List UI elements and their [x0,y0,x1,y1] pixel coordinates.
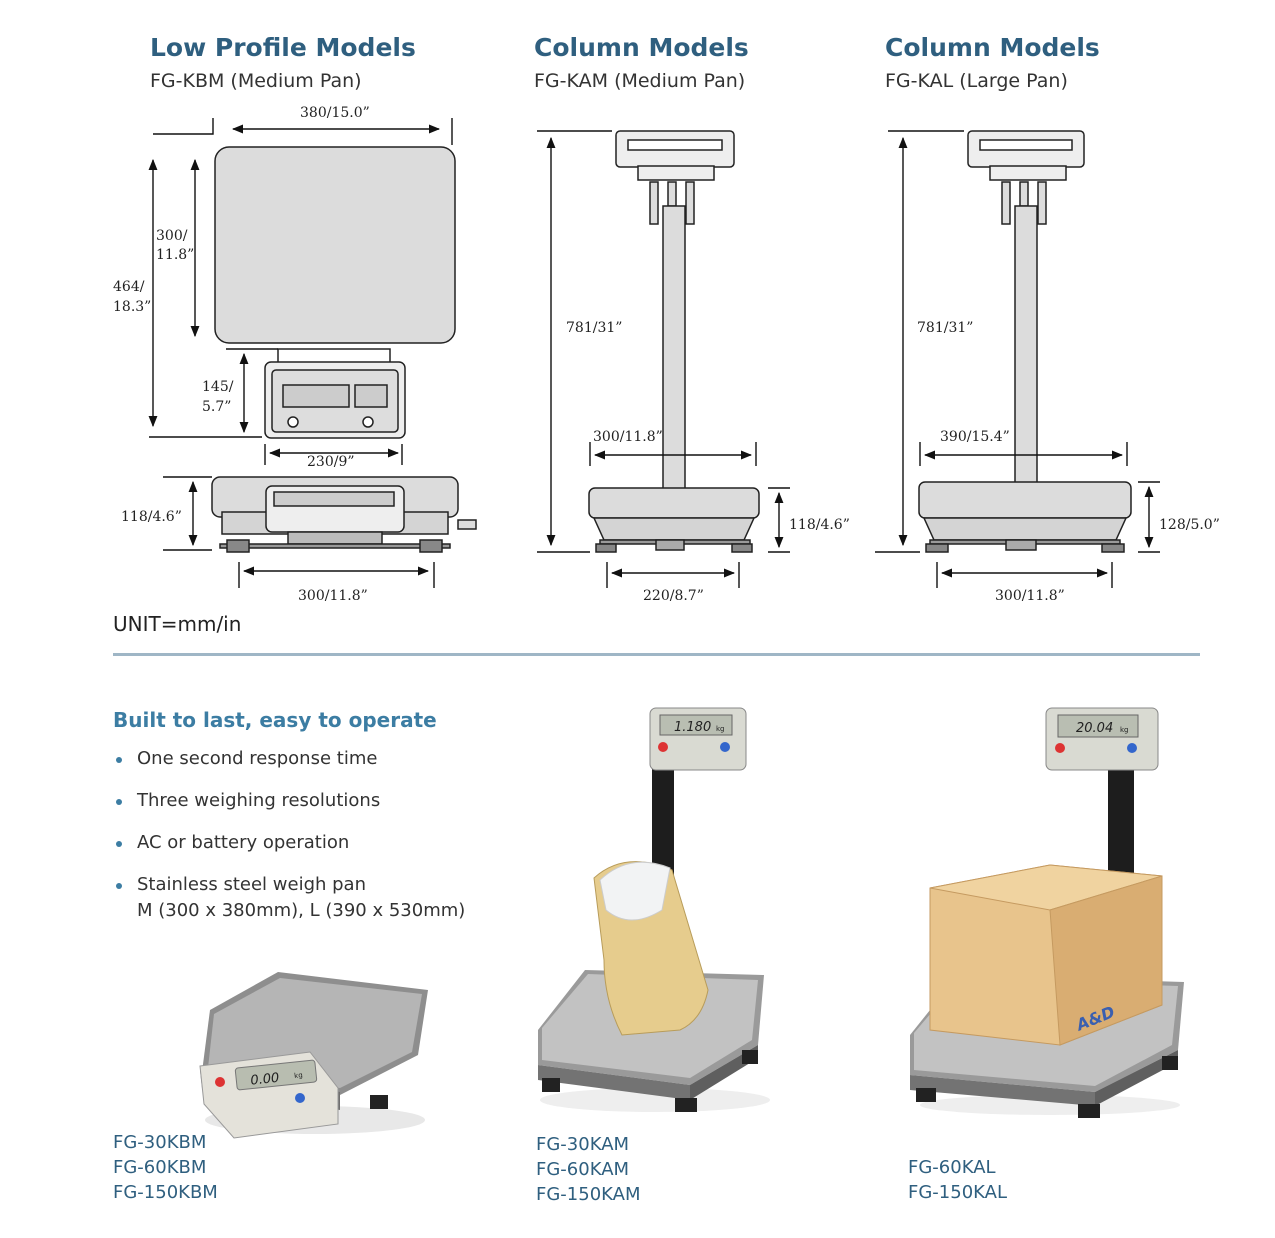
kal-pan-width-label: 390/15.4” [940,429,1010,445]
kbm-side-dimension-lines [163,476,435,588]
kbm-height-label: 118/4.6” [121,509,182,525]
feature-item: Stainless steel weigh pan M (300 x 380mm… [113,872,465,924]
kbm-dimension-lines [148,118,453,465]
kbm-display-unit: kg [294,1071,303,1080]
model-name: FG-60KAM [536,1159,630,1180]
kam-base-height-label: 118/4.6” [789,517,850,533]
features-list: One second response time Three weighing … [113,746,465,924]
kbm-pan-depth-label-a: 300/ [156,228,188,244]
section-subtitle-kbm: FG-KBM (Medium Pan) [150,70,362,92]
section-title-low-profile: Low Profile Models [150,33,416,62]
kam-model-list: FG-30KAM FG-60KAM FG-150KAM [536,1132,640,1207]
kbm-total-depth-label-b: 18.3” [113,299,152,315]
section-title-column-kam: Column Models [534,33,749,62]
kbm-product-photo: 0.00 kg [199,972,428,1139]
dimension-drawings [148,118,1160,588]
model-name: FG-150KAL [908,1182,1007,1203]
feature-item: AC or battery operation [113,830,465,856]
model-name: FG-60KAL [908,1157,996,1178]
feature-item-line: Stainless steel weigh pan [137,874,366,895]
kbm-base-width-label: 300/11.8” [298,588,368,604]
section-divider [113,653,1200,656]
kbm-total-depth-label-a: 464/ [113,279,145,295]
kbm-display-reading: 0.00 [250,1071,280,1089]
kam-display-reading: 1.180 [674,720,711,735]
kal-foot-width-label: 300/11.8” [995,588,1065,604]
kal-display-unit: kg [1120,726,1129,734]
model-name: FG-30KBM [113,1132,207,1153]
kal-dimension-lines [875,130,1160,588]
kal-model-list: FG-60KAL FG-150KAL [908,1155,1007,1205]
kam-product-photo: 1.180 kg [538,707,770,1112]
kbm-top-view-drawing [214,146,456,439]
feature-item: Three weighing resolutions [113,788,465,814]
kbm-display-width-label: 230/9” [307,454,355,470]
model-name: FG-60KBM [113,1157,207,1178]
feature-item-line: M (300 x 380mm), L (390 x 530mm) [137,900,466,921]
kam-dimension-lines [537,130,790,588]
kbm-display-depth-label-a: 145/ [202,379,234,395]
kam-pan-width-label: 300/11.8” [593,429,663,445]
kam-column-drawing [588,130,760,553]
kbm-display-depth-label-b: 5.7” [202,399,232,415]
section-title-column-kal: Column Models [885,33,1100,62]
kal-column-drawing [918,130,1132,553]
feature-item: One second response time [113,746,465,772]
kam-total-height-label: 781/31” [566,320,623,336]
kal-total-height-label: 781/31” [917,320,974,336]
kbm-pan-depth-label-b: 11.8” [156,247,195,263]
kal-base-height-label: 128/5.0” [1159,517,1220,533]
model-name: FG-150KAM [536,1184,641,1205]
kam-display-unit: kg [716,725,725,733]
unit-label: UNIT=mm/in [113,612,242,636]
kbm-model-list: FG-30KBM FG-60KBM FG-150KBM [113,1130,218,1205]
section-subtitle-kal: FG-KAL (Large Pan) [885,70,1068,92]
kal-product-photo: 20.04 kg A&D [910,707,1184,1118]
model-name: FG-30KAM [536,1134,630,1155]
kam-foot-width-label: 220/8.7” [643,588,704,604]
kbm-pan-width-label: 380/15.0” [300,105,370,121]
model-name: FG-150KBM [113,1182,218,1203]
kal-display-reading: 20.04 [1076,721,1113,736]
features-title: Built to last, easy to operate [113,708,437,732]
kbm-side-view-drawing [211,476,477,553]
section-subtitle-kam: FG-KAM (Medium Pan) [534,70,746,92]
